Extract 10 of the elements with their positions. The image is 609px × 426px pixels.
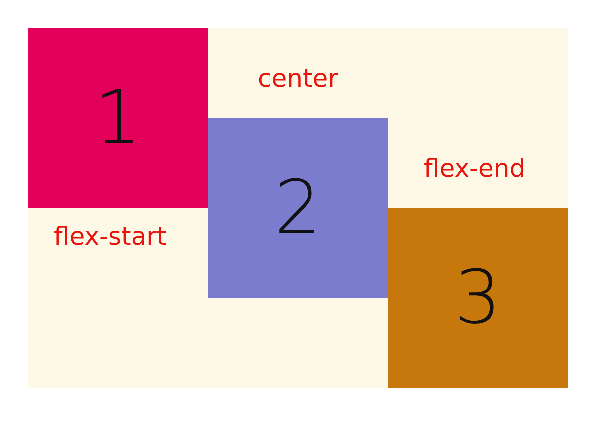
flex-item [388,208,568,388]
item-number: 2 [273,164,323,253]
item-number: 3 [453,254,503,343]
flex-container [28,28,568,388]
item-number: 1 [93,74,143,163]
alignment-label: flex-start [54,222,167,251]
alignment-label: center [258,64,338,93]
flex-item [208,118,388,298]
flex-item [28,28,208,208]
alignment-label: flex-end [424,154,526,183]
